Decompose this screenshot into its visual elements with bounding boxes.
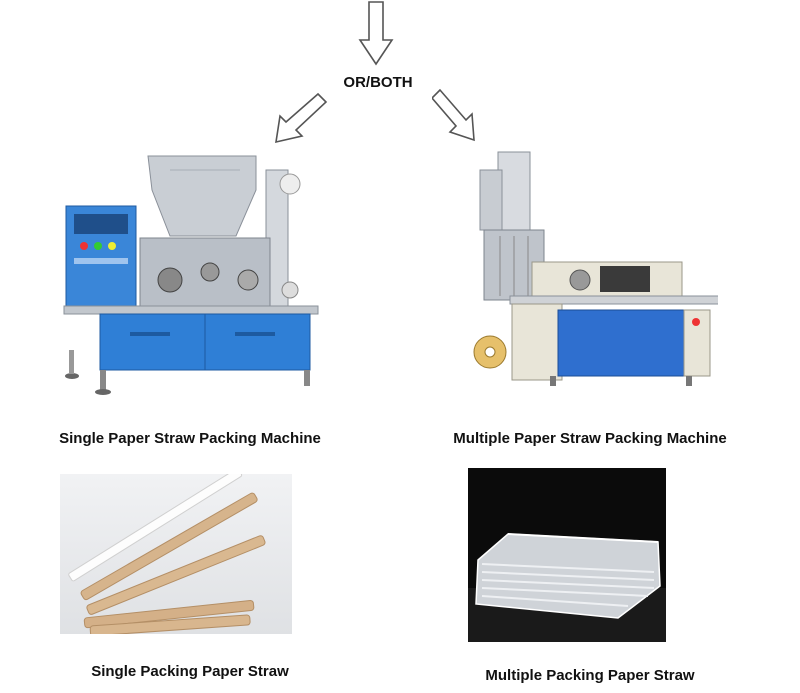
single-machine-caption: Single Paper Straw Packing Machine (59, 430, 321, 447)
or-both-label: OR/BOTH (343, 74, 413, 91)
single-product-caption: Single Packing Paper Straw (91, 663, 289, 680)
arrow-down-right-icon (432, 88, 475, 142)
multiple-packing-straw-image (468, 468, 666, 642)
down-arrow-icon (358, 1, 394, 66)
single-packing-straw-image (60, 474, 292, 634)
multiple-machine-caption: Multiple Paper Straw Packing Machine (453, 430, 727, 447)
multiple-packing-machine-image (473, 151, 718, 386)
arrow-down-left-icon (275, 92, 328, 144)
single-packing-machine-image (63, 155, 319, 395)
multiple-product-caption: Multiple Packing Paper Straw (485, 667, 695, 684)
